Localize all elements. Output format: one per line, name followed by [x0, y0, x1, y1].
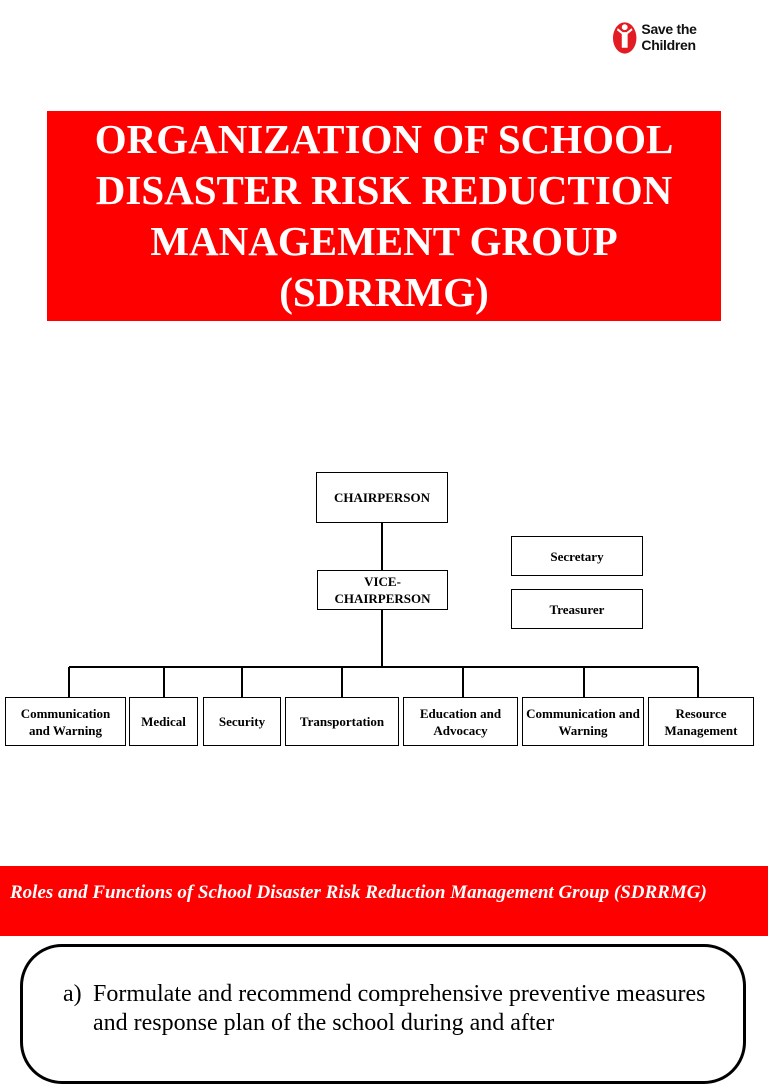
roles-heading-banner: Roles and Functions of School Disaster R…: [0, 866, 768, 936]
org-chart-connectors: [68, 523, 699, 697]
node-chairperson: CHAIRPERSON: [316, 472, 448, 523]
node-committee-communication-warning: Communication and Warning: [5, 697, 126, 746]
save-the-children-figure-icon: [612, 22, 637, 54]
org-chart: CHAIRPERSON VICE- CHAIRPERSON Secretary …: [0, 460, 768, 760]
logo-text: Save the Children: [641, 21, 697, 53]
node-committee-communication-warning-2: Communication and Warning: [522, 697, 644, 746]
node-committee-transportation: Transportation: [285, 697, 399, 746]
node-treasurer: Treasurer: [511, 589, 643, 629]
node-committee-resource-management: Resource Management: [648, 697, 754, 746]
list-item-text: Formulate and recommend comprehensive pr…: [93, 981, 706, 1036]
node-vice-chairperson: VICE- CHAIRPERSON: [317, 570, 448, 610]
list-item-marker: a): [63, 981, 82, 1007]
node-committee-medical: Medical: [129, 697, 198, 746]
node-committee-security: Security: [203, 697, 281, 746]
roles-heading: Roles and Functions of School Disaster R…: [10, 882, 707, 903]
save-the-children-logo: Save the Children: [612, 17, 752, 57]
node-secretary: Secretary: [511, 536, 643, 576]
title-banner: ORGANIZATION OF SCHOOL DISASTER RISK RED…: [47, 111, 721, 321]
list-item: a) Formulate and recommend comprehensive…: [63, 980, 723, 1038]
page-title: ORGANIZATION OF SCHOOL DISASTER RISK RED…: [94, 116, 674, 315]
node-committee-education-advocacy: Education and Advocacy: [403, 697, 518, 746]
roles-content-box: a) Formulate and recommend comprehensive…: [20, 944, 746, 1084]
